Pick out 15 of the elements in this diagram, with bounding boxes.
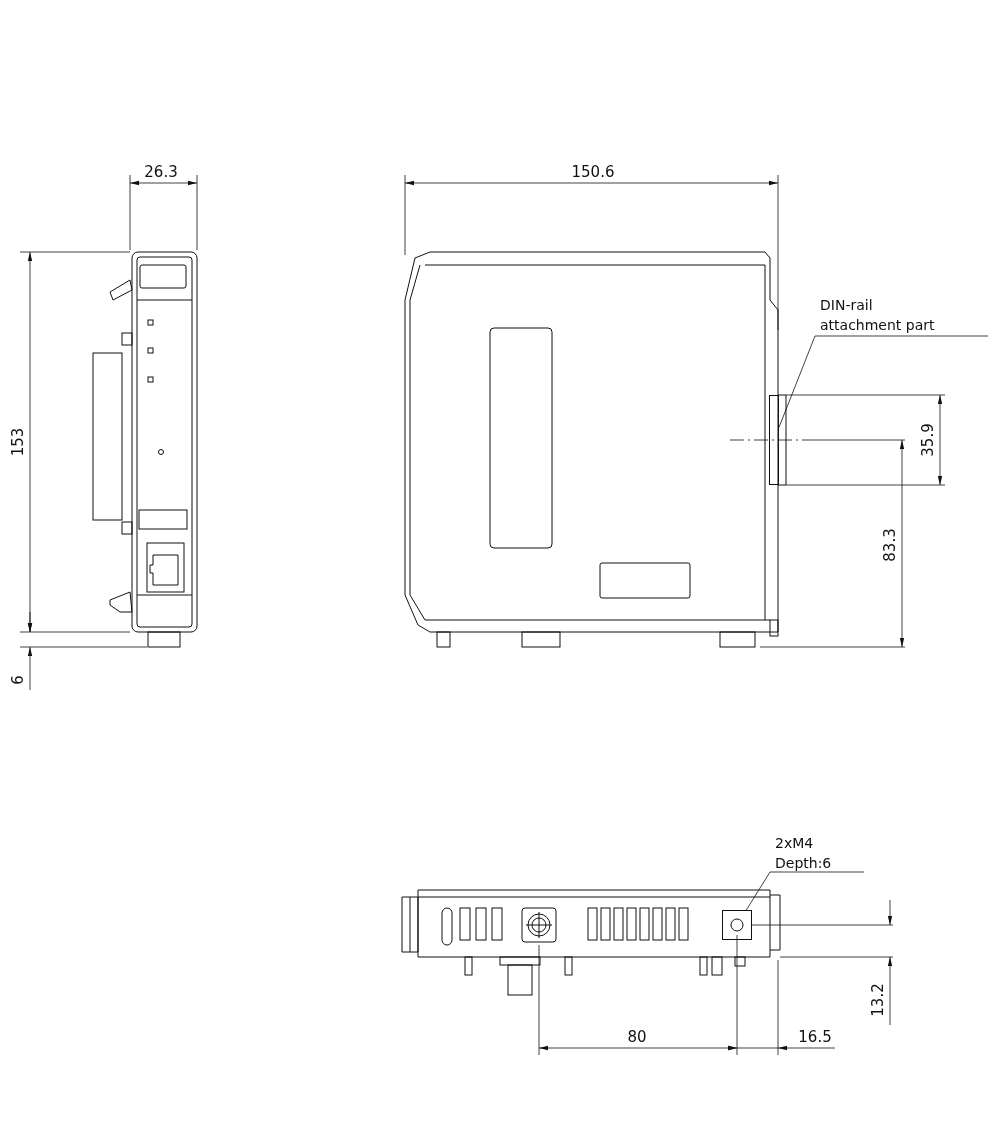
dimension-label: 150.6 [571,162,615,182]
dimension-label: 13.2 [868,983,888,1017]
dimension-label: 153 [8,427,28,457]
callout-text: 2xM4 Depth:6 [775,833,865,873]
dimension-label: 6 [8,675,28,685]
din-rail-clip [769,395,779,485]
callout-text: DIN-rail attachment part [820,295,952,335]
leader-line [745,871,865,911]
dimension-label: 16.5 [798,1027,832,1047]
threaded-hole [722,910,752,940]
dimension-label: 83.3 [880,528,900,562]
dimension-label: 80 [627,1027,647,1047]
dimension-label: 35.9 [918,423,938,457]
dimension-label: 26.3 [144,162,178,182]
leader-line [778,335,989,428]
